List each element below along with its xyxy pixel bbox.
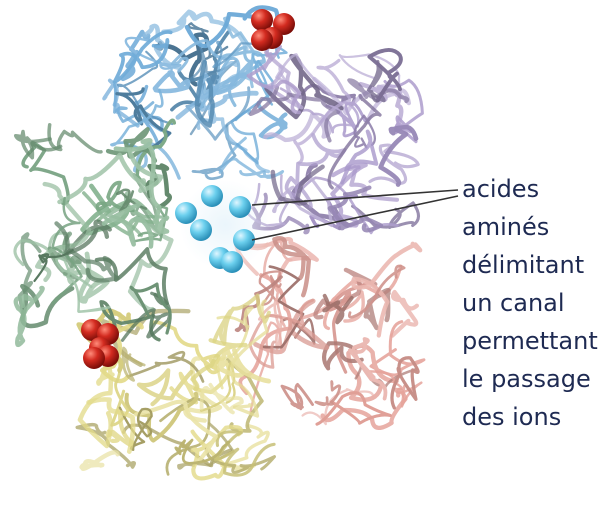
amino-acid-sphere [190,219,212,241]
label-line: aminés [462,208,598,246]
subunit-yellow [77,296,274,479]
amino-acid-sphere [221,251,243,273]
amino-acid-sphere [233,229,255,251]
subunit-green [15,120,174,345]
label-line: délimitant [462,246,598,284]
ligand-cluster [251,9,295,51]
amino-acid-sphere [229,196,251,218]
annotation-label: acides aminés délimitant un canal permet… [462,170,598,436]
amino-acid-sphere [175,202,197,224]
label-line: permettant [462,322,598,360]
label-line: des ions [462,398,598,436]
label-line: le passage [462,360,598,398]
label-line: un canal [462,284,598,322]
amino-acid-sphere [201,185,223,207]
label-line: acides [462,170,598,208]
